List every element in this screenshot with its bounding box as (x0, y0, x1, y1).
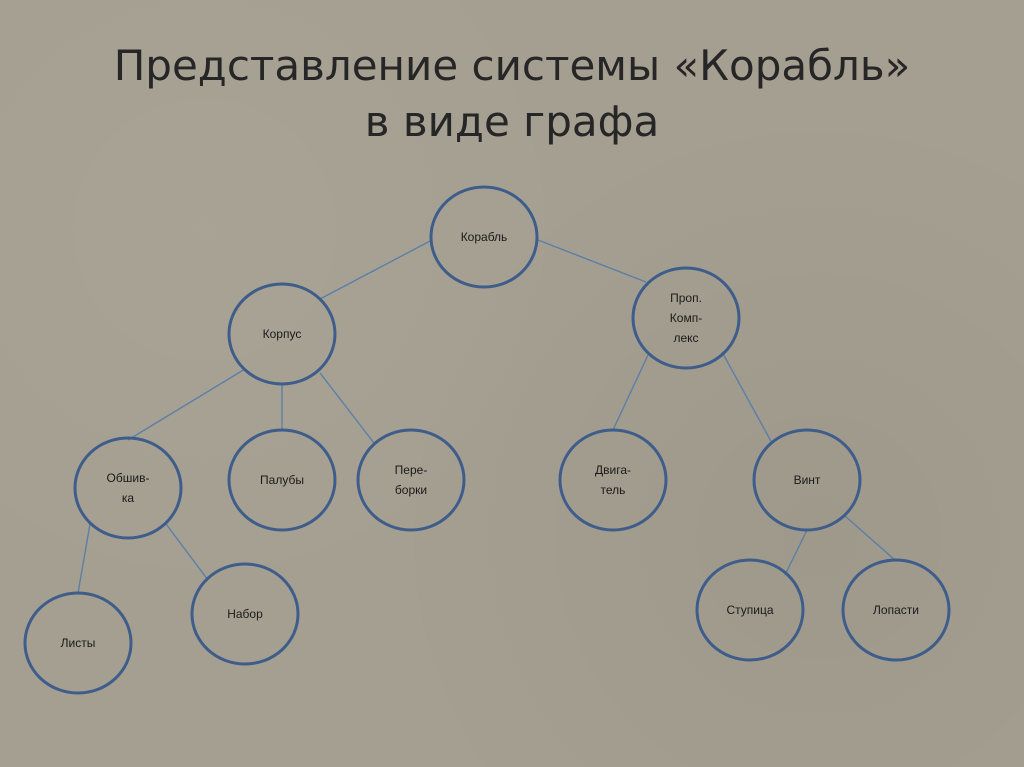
edge-ship-hull (319, 239, 433, 300)
edge-propulsion-propeller (721, 351, 773, 444)
edge-hull-plating (127, 368, 246, 441)
edge-propulsion-engine (612, 354, 649, 431)
node-circle-bulkheads (356, 428, 466, 532)
node-circle-blades (841, 558, 951, 662)
node-circle-hull (227, 282, 337, 386)
edge-plating-sheets (77, 523, 91, 594)
node-propulsion: Проп. Комп-лекс (631, 266, 741, 370)
node-circle-propeller (752, 428, 862, 532)
node-label-hull: Корпус (263, 327, 302, 341)
node-label-blades: Лопасти (873, 603, 919, 617)
node-label-ship: Корабль (461, 230, 508, 244)
node-label-engine: тель (601, 483, 626, 497)
slide-title-line-2: в виде графа (364, 97, 660, 146)
node-label-propulsion: Проп. (670, 291, 702, 305)
node-label-hub: Ступица (726, 603, 773, 617)
node-label-plating: Обшив- (107, 471, 150, 485)
node-circle-plating (73, 436, 183, 540)
node-label-bulkheads: Пере- (395, 463, 428, 477)
node-circle-sheets (23, 591, 133, 695)
graph-edges (77, 239, 897, 594)
node-label-engine: Двига- (595, 463, 631, 477)
node-sheets: Листы (23, 591, 133, 695)
node-blades: Лопасти (841, 558, 951, 662)
node-circle-decks (227, 428, 337, 532)
node-circle-hub (695, 558, 805, 662)
node-frame: Набор (190, 562, 300, 666)
node-engine: Двига-тель (558, 428, 668, 532)
node-ship: Корабль (429, 185, 539, 289)
slide-title-line-1: Представление системы «Корабль» (113, 41, 911, 90)
node-circle-frame (190, 562, 300, 666)
node-circle-engine (558, 428, 668, 532)
node-decks: Палубы (227, 428, 337, 532)
node-circle-ship (429, 185, 539, 289)
node-circle-propulsion (631, 266, 741, 370)
node-propeller: Винт (752, 428, 862, 532)
node-hub: Ступица (695, 558, 805, 662)
slide-title: Представление системы «Корабль» в виде г… (0, 38, 1024, 150)
node-bulkheads: Пере-борки (356, 428, 466, 532)
node-label-frame: Набор (227, 607, 263, 621)
node-plating: Обшив-ка (73, 436, 183, 540)
node-label-propulsion: лекс (673, 331, 698, 345)
edge-ship-propulsion (537, 239, 647, 283)
node-label-propulsion: Комп- (670, 311, 702, 325)
node-hull: Корпус (227, 282, 337, 386)
edge-propeller-hub (784, 529, 808, 576)
edge-hull-bulkheads (319, 372, 375, 444)
edge-propeller-blades (844, 515, 897, 562)
node-label-decks: Палубы (260, 473, 304, 487)
node-label-propeller: Винт (794, 473, 821, 487)
node-label-bulkheads: борки (395, 483, 427, 497)
node-label-sheets: Листы (61, 636, 96, 650)
edge-plating-frame (165, 523, 209, 581)
node-label-plating: ка (122, 491, 135, 505)
